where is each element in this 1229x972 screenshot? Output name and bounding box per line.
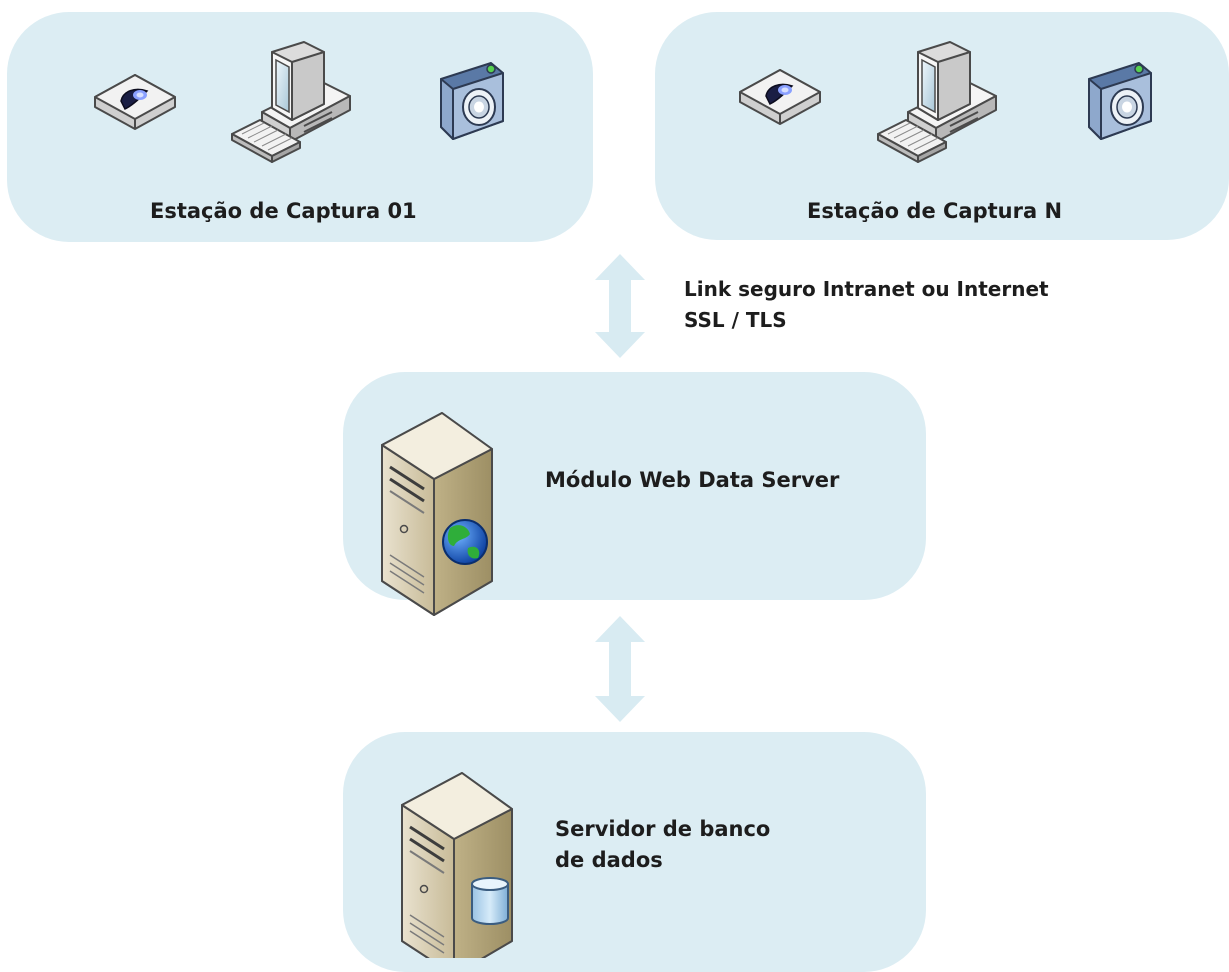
double-arrow-icon xyxy=(595,254,645,358)
station-n-label: Estação de Captura N xyxy=(807,199,1063,223)
database-server-label-line2: de dados xyxy=(555,848,663,872)
secure-link-protocol: SSL / TLS xyxy=(684,308,787,332)
double-arrow-icon xyxy=(595,616,645,722)
station-01-label: Estação de Captura 01 xyxy=(150,199,417,223)
database-server-label: Servidor de banco xyxy=(555,817,771,841)
web-data-server-label: Módulo Web Data Server xyxy=(545,468,840,492)
secure-link-label: Link seguro Intranet ou Internet xyxy=(684,277,1049,301)
